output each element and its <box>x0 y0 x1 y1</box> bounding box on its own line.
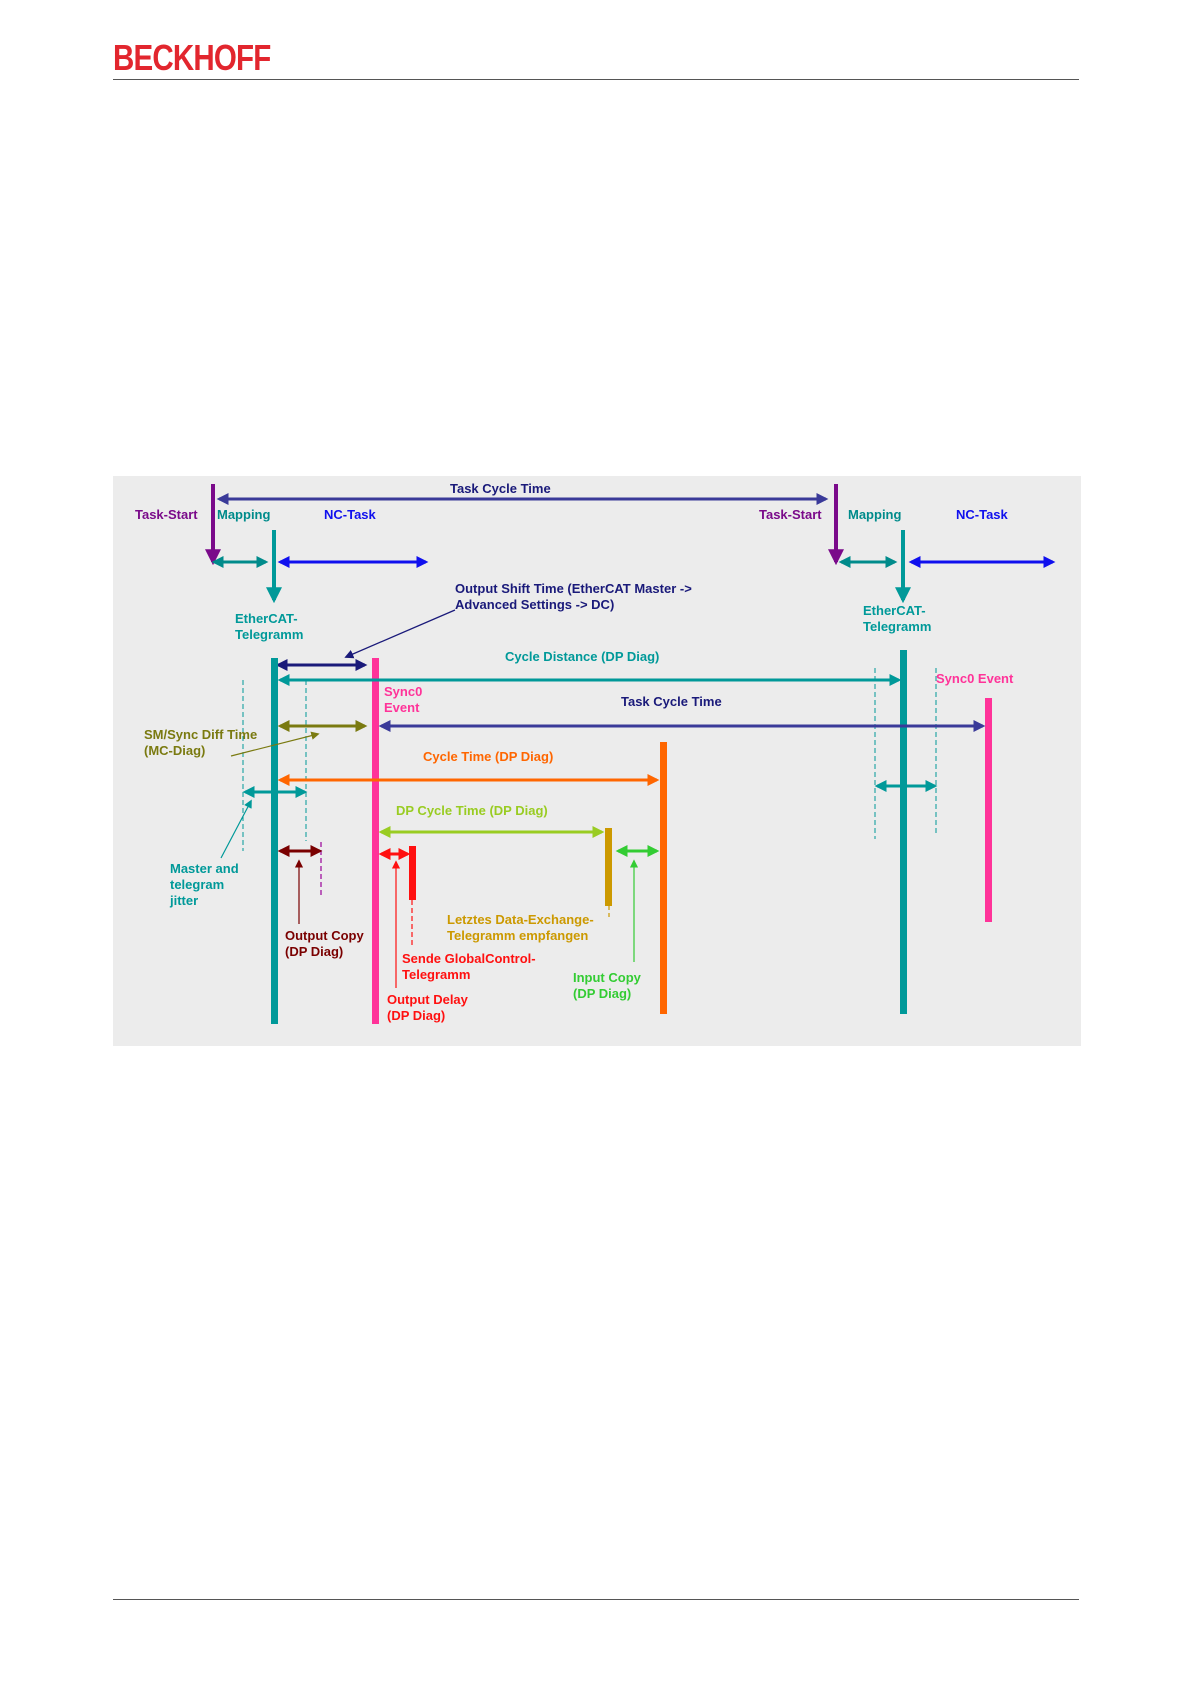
ethercat-left-label-2: Telegramm <box>235 627 303 642</box>
task-start-left-label: Task-Start <box>135 507 198 522</box>
sync0-right-bar <box>985 698 992 922</box>
footer-rule <box>113 1599 1079 1600</box>
output-shift-time-label-2: Advanced Settings -> DC) <box>455 597 614 612</box>
sm-sync-pointer <box>230 731 320 757</box>
ethercat-right-bar <box>900 650 907 1014</box>
letztes-label-2: Telegramm empfangen <box>447 928 588 943</box>
sync0-left-bar <box>372 658 379 1024</box>
sync0-label-1: Sync0 <box>384 684 422 699</box>
master-jitter-label-2: telegram <box>170 877 224 892</box>
output-delay-label-2: (DP Diag) <box>387 1008 445 1023</box>
output-copy-label-1: Output Copy <box>285 928 364 943</box>
output-delay-bar <box>409 846 416 900</box>
sende-label-1: Sende GlobalControl- <box>402 951 536 966</box>
output-shift-time-pointer <box>344 609 456 659</box>
ethercat-left-bar <box>271 658 278 1024</box>
letztes-bar <box>605 828 612 906</box>
ethercat-right-label-1: EtherCAT- <box>863 603 926 618</box>
sync0-label-2: Event <box>384 700 420 715</box>
timing-diagram: Task Cycle Time Task-Start Mapping NC-Ta… <box>113 476 1081 1046</box>
mapping-left-label: Mapping <box>217 507 270 522</box>
nc-task-right-label: NC-Task <box>956 507 1009 522</box>
ethercat-left-label-1: EtherCAT- <box>235 611 298 626</box>
dp-cycle-time-label: DP Cycle Time (DP Diag) <box>396 803 548 818</box>
master-jitter-label-3: jitter <box>169 893 198 908</box>
ethercat-right-label-2: Telegramm <box>863 619 931 634</box>
master-jitter-pointer <box>220 799 252 859</box>
cycle-time-label: Cycle Time (DP Diag) <box>423 749 553 764</box>
sm-sync-label-2: (MC-Diag) <box>144 743 205 758</box>
mapping-right-label: Mapping <box>848 507 901 522</box>
cycle-time-end-bar <box>660 742 667 1014</box>
output-copy-label-2: (DP Diag) <box>285 944 343 959</box>
sm-sync-label-1: SM/Sync Diff Time <box>144 727 257 742</box>
output-delay-label-1: Output Delay <box>387 992 469 1007</box>
timing-diagram-svg: Task Cycle Time Task-Start Mapping NC-Ta… <box>135 481 1056 1024</box>
master-jitter-label-1: Master and <box>170 861 239 876</box>
sync0-event-right-label: Sync0 Event <box>936 671 1014 686</box>
task-cycle-time-top-label: Task Cycle Time <box>450 481 551 496</box>
nc-task-left-label: NC-Task <box>324 507 377 522</box>
cycle-distance-label: Cycle Distance (DP Diag) <box>505 649 659 664</box>
task-start-right-label: Task-Start <box>759 507 822 522</box>
input-copy-label-1: Input Copy <box>573 970 642 985</box>
input-copy-label-2: (DP Diag) <box>573 986 631 1001</box>
letztes-label-1: Letztes Data-Exchange- <box>447 912 594 927</box>
header-rule <box>113 79 1079 80</box>
output-shift-time-label-1: Output Shift Time (EtherCAT Master -> <box>455 581 692 596</box>
sende-label-2: Telegramm <box>402 967 470 982</box>
beckhoff-logo: BECKHOFF <box>113 37 271 78</box>
task-cycle-time-mid-label: Task Cycle Time <box>621 694 722 709</box>
